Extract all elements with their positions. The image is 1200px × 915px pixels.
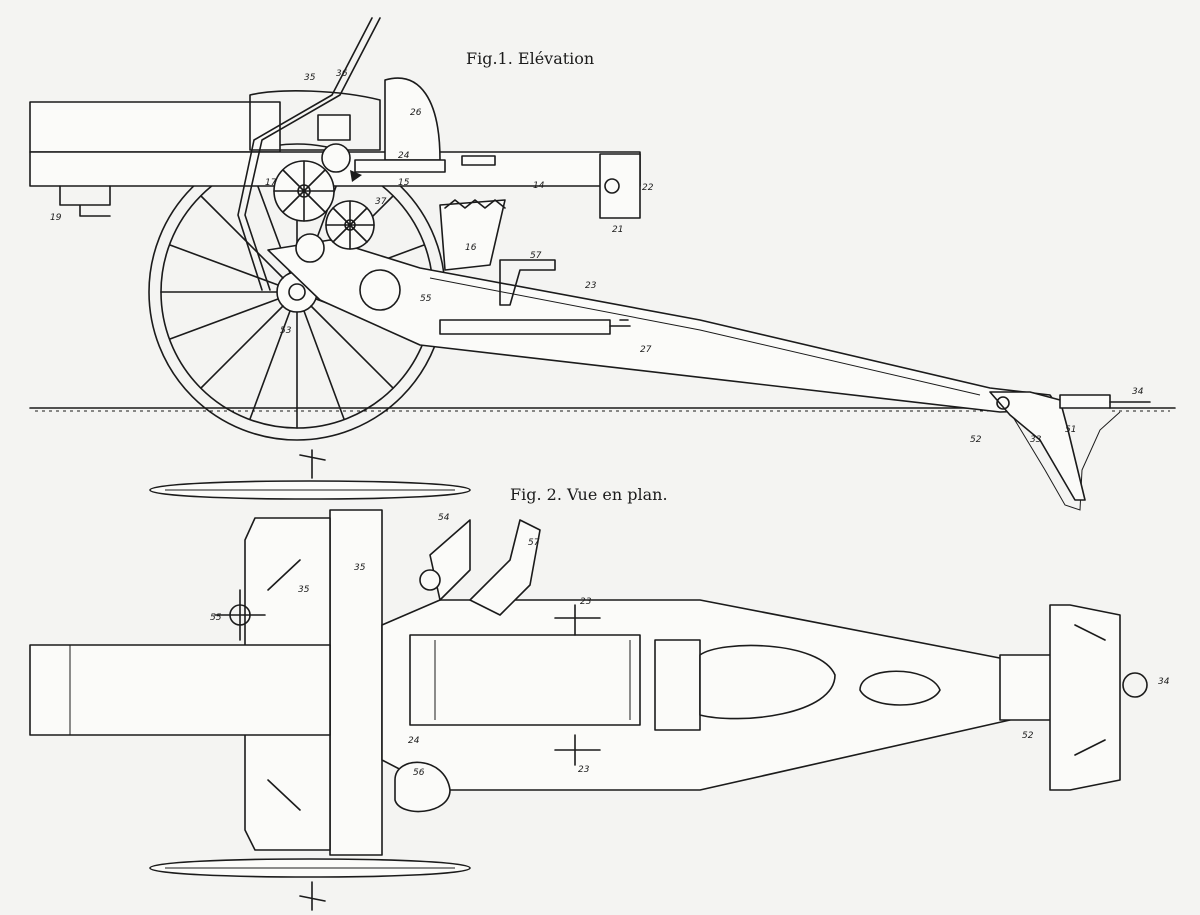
label-36: 36 — [336, 69, 348, 79]
label-37: 37 — [375, 197, 387, 207]
fig2-plan-view: Fig. 2. Vue en plan. — [29, 449, 1170, 911]
label-55: 55 — [210, 613, 222, 623]
label-23-bottom: 23 — [578, 765, 590, 775]
fig1-part-numbers: 14 15 16 17 19 21 22 23 24 26 27 33 34 3… — [50, 69, 1144, 445]
cradle-and-barrel — [29, 77, 641, 271]
trail — [267, 239, 1151, 501]
label-35-plate: 35 — [298, 585, 310, 595]
label-53: 53 — [280, 326, 292, 336]
fig2-title: Fig. 2. Vue en plan. — [510, 485, 668, 504]
seat-and-lever — [394, 519, 541, 813]
elevating-handwheels — [237, 17, 401, 311]
label-57: 57 — [530, 251, 542, 261]
label-35-shield: 35 — [354, 563, 366, 573]
fig1-elevation: Fig.1. Elévation — [29, 17, 1176, 511]
label-27: 27 — [640, 345, 652, 355]
label-26: 26 — [410, 108, 422, 118]
label-14: 14 — [533, 181, 545, 191]
ground-line — [29, 407, 1176, 511]
label-23-top: 23 — [580, 597, 592, 607]
label-23: 23 — [585, 281, 597, 291]
label-16: 16 — [465, 243, 477, 253]
label-57: 57 — [528, 538, 540, 548]
label-21: 21 — [612, 225, 623, 235]
label-19: 19 — [50, 213, 62, 223]
barrel-plan — [29, 589, 331, 736]
label-52: 52 — [970, 435, 982, 445]
label-24: 24 — [408, 736, 420, 746]
label-17: 17 — [265, 178, 277, 188]
label-24: 24 — [398, 151, 410, 161]
label-33: 33 — [1030, 435, 1042, 445]
label-34: 34 — [1132, 387, 1144, 397]
label-22: 22 — [642, 183, 654, 193]
label-52: 52 — [1022, 731, 1034, 741]
label-54: 54 — [438, 513, 450, 523]
trail-plan — [381, 599, 1148, 791]
label-56: 56 — [413, 768, 425, 778]
label-15: 15 — [398, 178, 410, 188]
label-34: 34 — [1158, 677, 1170, 687]
fig1-title: Fig.1. Elévation — [466, 49, 594, 68]
wheels-plan — [149, 449, 471, 911]
fig2-part-numbers: 23 23 24 34 35 35 52 54 55 56 57 — [210, 513, 1170, 778]
label-35: 35 — [304, 73, 316, 83]
label-55: 55 — [420, 294, 432, 304]
label-51: 51 — [1065, 425, 1076, 435]
